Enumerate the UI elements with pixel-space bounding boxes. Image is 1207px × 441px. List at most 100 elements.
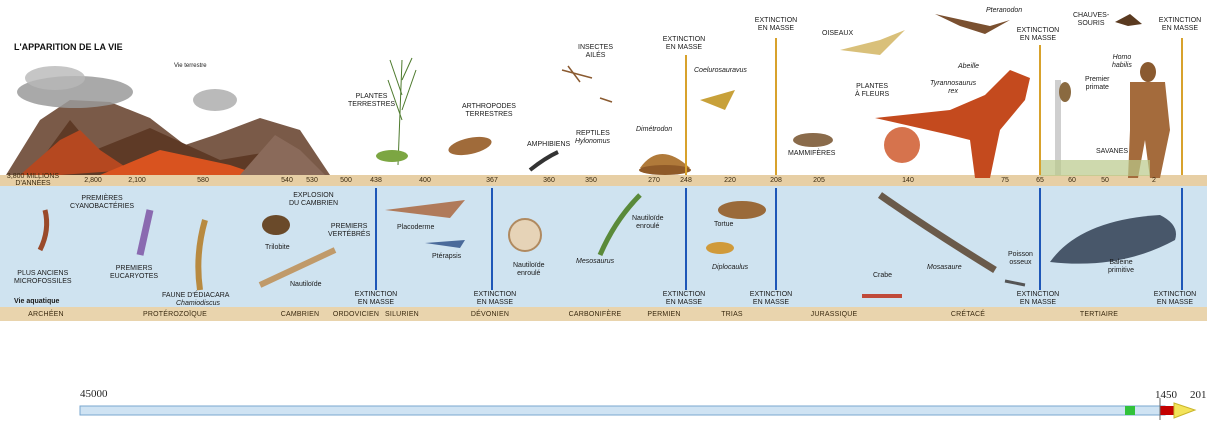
extinction-label: EXTINCTION EN MASSE: [474, 291, 516, 307]
aquatic-species-label: PREMIÈRES CYANOBACTÉRIES: [70, 195, 134, 211]
scale-red-segment: [1160, 406, 1174, 415]
land-species-label: ARTHROPODES TERRESTRES: [462, 103, 516, 119]
year-band: [0, 175, 1207, 186]
bat-drawing: [1115, 14, 1142, 26]
scale-marker-label: 1450: [1155, 389, 1177, 401]
pteranodon-drawing: [935, 14, 1010, 34]
land-species-label: MAMMIFÈRES: [788, 150, 835, 158]
extinction-label: EXTINCTION EN MASSE: [355, 291, 397, 307]
year-marker: 540: [281, 177, 293, 184]
era-label: PERMIEN: [647, 311, 680, 318]
page-title: L'APPARITION DE LA VIE: [14, 42, 123, 52]
year-marker: 350: [585, 177, 597, 184]
aquatic-species-label: Nautiloïde enroulé: [632, 215, 664, 231]
era-label: ORDOVICIEN: [333, 311, 379, 318]
land-species-label: Abeille: [958, 63, 979, 71]
land-species-label: OISEAUX: [822, 30, 853, 38]
land-species-label: AMPHIBIENS: [527, 141, 570, 149]
year-marker: 140: [902, 177, 914, 184]
coelurosauravus-drawing: [700, 90, 735, 110]
extinction-label: EXTINCTION EN MASSE: [1017, 291, 1059, 307]
year-marker: 2,100: [128, 177, 146, 184]
aquatic-species-label: Poisson osseux: [1008, 251, 1033, 267]
year-marker: 2,800: [84, 177, 102, 184]
aquatic-species-label: Mesosaurus: [576, 258, 614, 266]
year-marker: 60: [1068, 177, 1076, 184]
dimetrodon-drawing: [639, 154, 691, 175]
extinction-label: EXTINCTION EN MASSE: [750, 291, 792, 307]
land-species-label: INSECTES AILÉS: [578, 44, 613, 60]
land-species-label: REPTILES: [576, 130, 610, 138]
aquatic-species-label: Nautiloïde: [290, 281, 322, 289]
aquatic-species-label: EXPLOSION DU CAMBRIEN: [289, 192, 338, 208]
aquatic-species-label: PREMIERS VERTÉBRÉS: [328, 223, 370, 239]
aquatic-species-label: Diplocaulus: [712, 264, 748, 272]
year-marker: 500: [340, 177, 352, 184]
scale-green-segment: [1125, 406, 1135, 415]
era-label: TERTIAIRE: [1080, 311, 1118, 318]
aquatic-species-label: Baleine primitive: [1108, 259, 1134, 275]
aquatic-species-label: Ptérapsis: [432, 253, 461, 261]
era-label: CRÉTACÉ: [951, 311, 985, 318]
land-species-label: PLANTES TERRESTRES: [348, 93, 395, 109]
land-species-label: Dimétrodon: [636, 126, 672, 134]
aquatic-species-label: Trilobite: [265, 244, 290, 252]
era-label: DÉVONIEN: [471, 311, 509, 318]
extinction-label: EXTINCTION EN MASSE: [1159, 17, 1201, 33]
aquatic-species-label: Tortue: [714, 221, 733, 229]
land-species-label: Hylonomus: [575, 138, 610, 146]
land-species-label: Pteranodon: [986, 7, 1022, 15]
turtle-drawing: [718, 201, 766, 219]
year-marker: 580: [197, 177, 209, 184]
volcano-landscape: [6, 66, 330, 175]
land-life-label: Vie terrestre: [174, 62, 207, 70]
era-label: CAMBRIEN: [281, 311, 320, 318]
era-label: JURASSIQUE: [811, 311, 858, 318]
land-species-label: Tyrannosaurus rex: [930, 80, 976, 96]
scale-start-label: 45000: [80, 388, 108, 400]
aquatic-species-label: FAUNE D'ÉDIACARA: [162, 292, 229, 300]
aquatic-species-label: Chamiodiscus: [176, 300, 220, 308]
land-species-label: CHAUVES- SOURIS: [1073, 12, 1109, 28]
era-label: PROTÉROZOÏQUE: [143, 311, 207, 318]
land-species-label: Premier primate: [1085, 76, 1110, 92]
year-marker: 75: [1001, 177, 1009, 184]
year-marker: 438: [370, 177, 382, 184]
savanna-grass: [1040, 160, 1150, 176]
extinction-label: EXTINCTION EN MASSE: [663, 291, 705, 307]
scale-arrow: [1174, 403, 1195, 418]
aquatic-species-label: PLUS ANCIENS MICROFOSSILES: [14, 270, 72, 286]
extinction-label: EXTINCTION EN MASSE: [1154, 291, 1196, 307]
year-marker: 220: [724, 177, 736, 184]
year-marker: 205: [813, 177, 825, 184]
era-label: SILURIEN: [385, 311, 419, 318]
year-marker: 3,800 MILLIONS D'ANNÉES: [7, 173, 59, 187]
era-label: ARCHÉEN: [28, 311, 64, 318]
scale-track: [80, 406, 1165, 415]
flowering-plant-drawing: [884, 127, 920, 163]
era-label: TRIAS: [721, 311, 743, 318]
water-life-label: Vie aquatique: [14, 298, 59, 306]
era-label: CARBONIFÈRE: [569, 311, 622, 318]
aquatic-species-label: Placoderme: [397, 224, 434, 232]
year-marker: 65: [1036, 177, 1044, 184]
land-species-label: PLANTES À FLEURS: [855, 83, 889, 99]
year-marker: 530: [306, 177, 318, 184]
amphibian-drawing: [530, 152, 558, 170]
land-species-label: SAVANES: [1096, 148, 1128, 156]
coiled-nautiloid-drawing: [509, 219, 541, 251]
early-plant-drawing: [376, 58, 416, 165]
year-marker: 400: [419, 177, 431, 184]
year-marker: 208: [770, 177, 782, 184]
diplocaulus-drawing: [706, 242, 734, 254]
arthropod-drawing: [447, 134, 493, 159]
mammal-drawing: [793, 133, 833, 147]
aquatic-species-label: PREMIERS EUCARYOTES: [110, 265, 158, 281]
year-marker: 367: [486, 177, 498, 184]
scale-end-label: 201: [1190, 389, 1207, 401]
winged-insect-drawing: [562, 66, 612, 102]
extinction-label: EXTINCTION EN MASSE: [663, 36, 705, 52]
aquatic-species-label: Nautiloïde enroulé: [513, 262, 545, 278]
year-marker: 50: [1101, 177, 1109, 184]
